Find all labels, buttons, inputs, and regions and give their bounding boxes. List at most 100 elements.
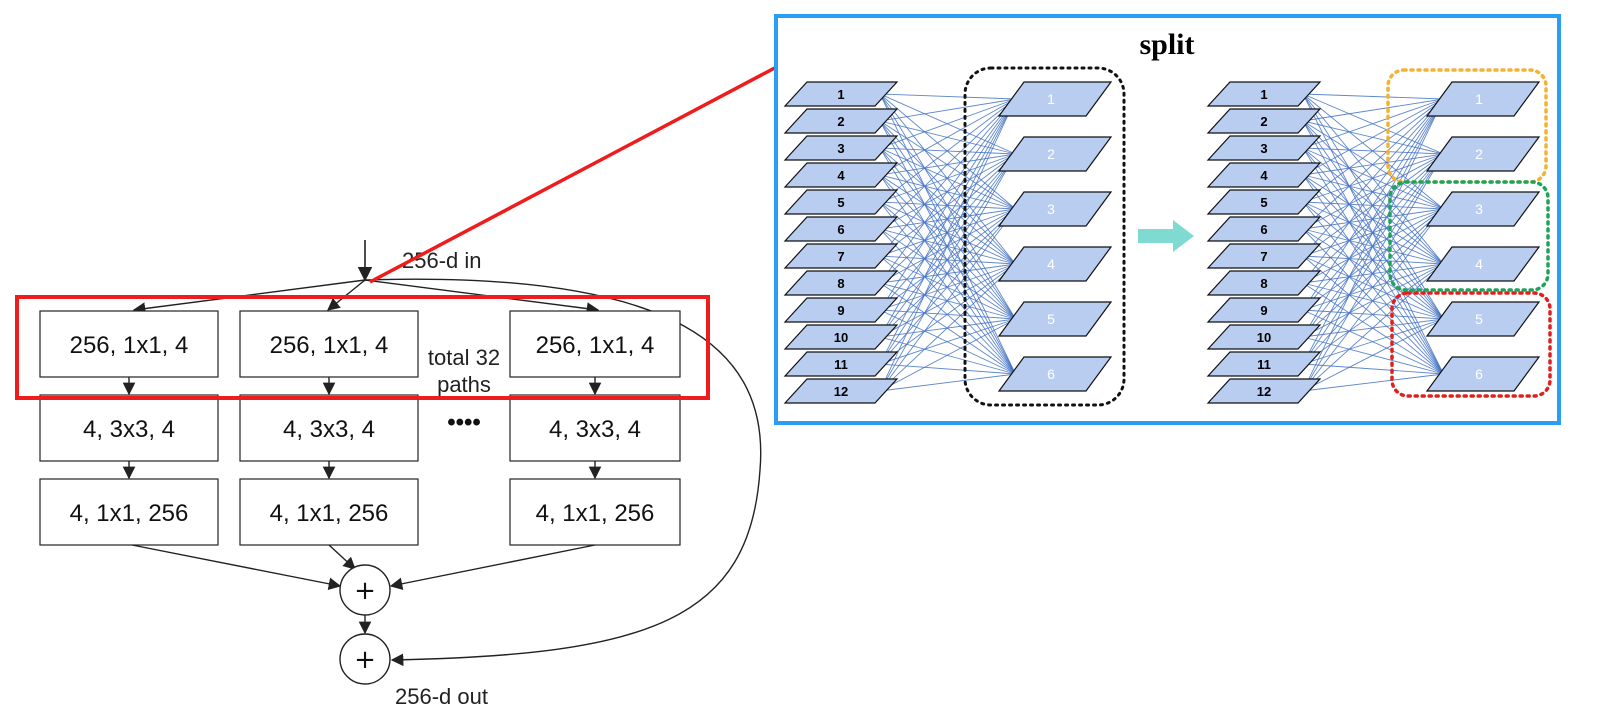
connection-line	[1302, 363, 1444, 375]
connection-line	[1302, 98, 1444, 338]
output-channel-plate	[997, 81, 1113, 117]
left-connections	[879, 93, 1016, 392]
connection-line	[879, 98, 1016, 392]
channel-group-outline	[1388, 180, 1550, 292]
connection-line	[1302, 318, 1444, 365]
connection-line	[1302, 93, 1444, 100]
output-channel-plate	[997, 301, 1113, 337]
connection-line	[879, 174, 1016, 265]
connection-line	[1302, 98, 1444, 392]
input-channel-plate	[1206, 135, 1322, 161]
connection-line	[879, 201, 1016, 375]
input-channel-plate	[1206, 270, 1322, 296]
input-channel-plate	[1206, 297, 1322, 323]
layer-label: 4, 3x3, 4	[283, 416, 375, 443]
layer-box	[509, 478, 681, 546]
connection-line	[879, 153, 1016, 392]
input-channel-plate	[783, 270, 899, 296]
input-channel-plate	[783, 351, 899, 377]
connection-line	[1302, 228, 1444, 320]
output-channel-label: 5	[1475, 311, 1483, 327]
output-channel-label: 4	[1475, 256, 1483, 272]
layer-label: 4, 1x1, 256	[70, 500, 189, 527]
connection-line	[879, 98, 1016, 176]
connection-line	[879, 318, 1016, 392]
connection-line	[879, 208, 1016, 365]
connection-line	[879, 147, 1016, 265]
merge-line-3	[389, 544, 596, 590]
paths-note-line-2: paths	[437, 372, 491, 397]
connection-line	[1302, 255, 1444, 375]
input-channel-label: 9	[1260, 303, 1267, 318]
input-channel-plate	[1206, 162, 1322, 188]
connection-line	[1302, 255, 1444, 320]
input-channel-label: 8	[1260, 276, 1267, 291]
output-channel-plate	[1425, 81, 1541, 117]
output-channel-plate	[1425, 191, 1541, 227]
connection-line	[879, 147, 1016, 210]
output-channel-plate	[1425, 136, 1541, 172]
connection-line	[879, 228, 1016, 375]
input-channel-plate	[1206, 189, 1322, 215]
connection-line	[879, 147, 1016, 320]
connection-line	[1302, 98, 1444, 230]
input-channel-plate	[1206, 378, 1322, 404]
input-channel-label: 4	[837, 168, 845, 183]
merge-line-1	[131, 544, 342, 590]
layer-box	[239, 394, 419, 462]
input-channel-label: 8	[837, 276, 844, 291]
input-channel-label: 6	[837, 222, 844, 237]
output-label: 256-d out	[395, 684, 488, 709]
split-title: split	[1139, 28, 1194, 61]
connection-line	[1302, 373, 1444, 392]
connection-line	[879, 98, 1016, 230]
input-channel-label: 9	[837, 303, 844, 318]
output-channel-plate	[1425, 246, 1541, 282]
zoom-arrow	[369, 42, 824, 284]
input-channel-label: 6	[1260, 222, 1267, 237]
connection-line	[879, 263, 1016, 365]
input-channel-label: 10	[1257, 330, 1271, 345]
input-channel-label: 12	[834, 384, 848, 399]
highlight-first-layer	[15, 295, 710, 400]
channel-group-outline	[1386, 68, 1548, 184]
output-channel-label: 2	[1047, 146, 1055, 162]
connection-line	[879, 255, 1016, 375]
output-channel-label: 4	[1047, 256, 1055, 272]
connection-line	[1302, 263, 1444, 392]
layer-label: 256, 1x1, 4	[270, 332, 389, 359]
connection-line	[879, 93, 1016, 100]
connection-line	[879, 201, 1016, 320]
connection-line	[1302, 98, 1444, 311]
connection-line	[879, 201, 1016, 265]
plus-symbol: +	[354, 576, 376, 606]
layer-box	[509, 310, 681, 378]
input-channel-plate	[1206, 108, 1322, 134]
resnext-block: 256-d in 256, 1x1, 4 4, 3x3, 4 4, 1x1, 2…	[39, 240, 762, 709]
input-channel-plate	[1206, 216, 1322, 242]
output-channel-label: 6	[1047, 366, 1055, 382]
input-channel-label: 3	[1260, 141, 1267, 156]
connection-line	[879, 98, 1016, 365]
connection-line	[879, 93, 1016, 210]
input-channel-label: 12	[1257, 384, 1271, 399]
connection-line	[879, 174, 1016, 320]
merge-line-2	[328, 544, 356, 570]
input-channel-plate	[783, 81, 899, 107]
input-channel-label: 2	[837, 114, 844, 129]
connection-line	[1302, 208, 1444, 392]
connection-line	[879, 363, 1016, 375]
output-channel-plate	[997, 246, 1113, 282]
connection-line	[1302, 201, 1444, 375]
right-connections	[1302, 93, 1444, 392]
input-channel-label: 5	[1260, 195, 1267, 210]
plus-symbol: +	[354, 645, 376, 675]
layer-label: 4, 1x1, 256	[270, 500, 389, 527]
input-channel-plate	[783, 243, 899, 269]
layer-label: 4, 1x1, 256	[536, 500, 655, 527]
path-column-2: 256, 1x1, 4 4, 3x3, 4 4, 1x1, 256	[239, 310, 419, 546]
ungrouped-outline	[963, 66, 1126, 407]
